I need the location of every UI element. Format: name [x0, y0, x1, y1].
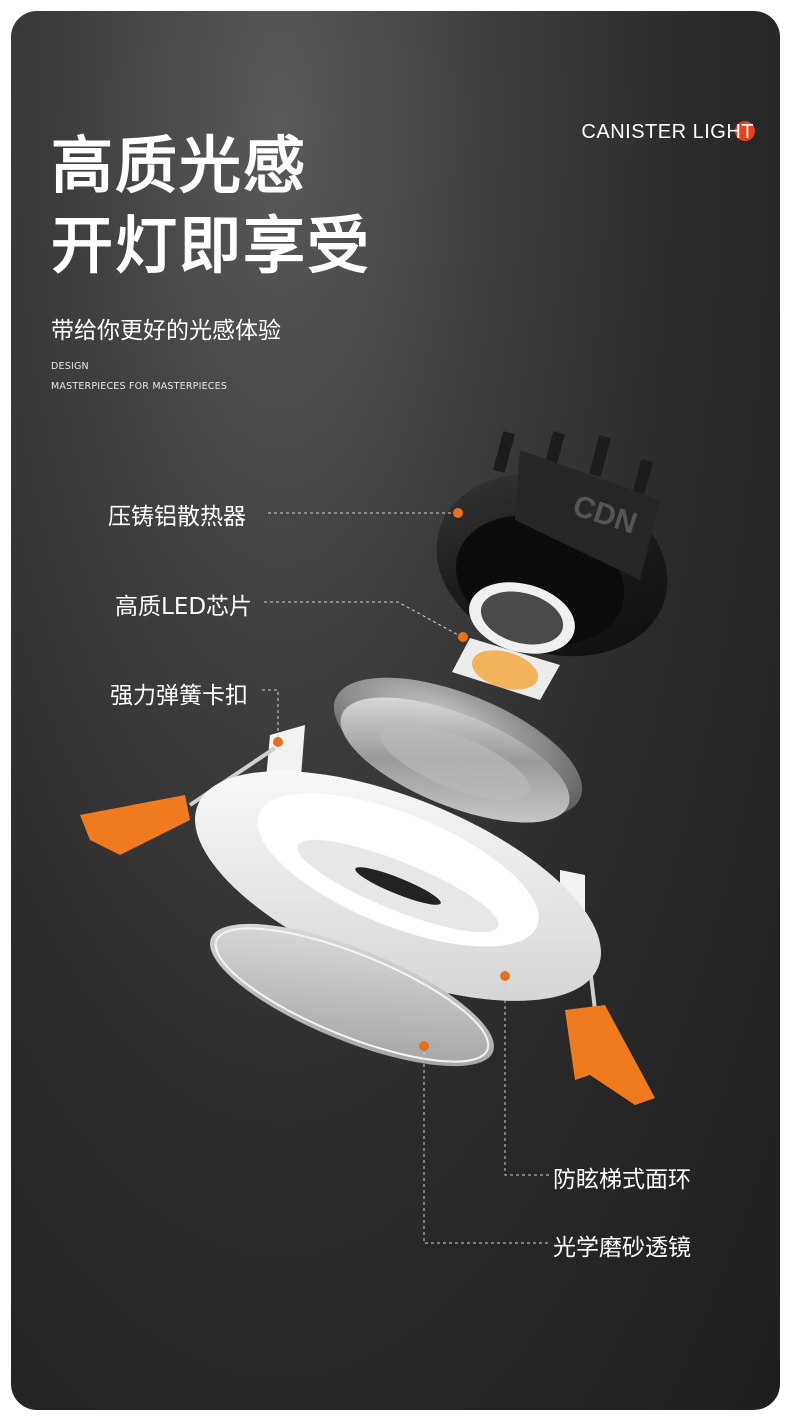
callout-markers [273, 508, 510, 1051]
brand-name: CANISTER LIGHT [581, 121, 754, 143]
face-ring-part [195, 771, 601, 1001]
marker-frosted-lens [419, 1041, 429, 1051]
reflector-part [333, 677, 583, 823]
marker-spring-clip [273, 737, 283, 747]
product-poster: 高质光感 开灯即享受 带给你更好的光感体验 DESIGN MASTERPIECE… [11, 11, 780, 1410]
brand-accent-dot [735, 121, 755, 141]
callout-heatsink: 压铸铝散热器 [108, 504, 246, 530]
frosted-lens-part [210, 923, 494, 1067]
led-chip-part [452, 638, 560, 700]
tagline-masterpieces: MASTERPIECES FOR MASTERPIECES [51, 381, 228, 392]
subtitle: 带给你更好的光感体验 [51, 318, 281, 344]
led-holder-part [469, 582, 575, 654]
callout-frosted-lens: 光学磨砂透镜 [553, 1235, 691, 1261]
marker-led-chip [458, 632, 468, 642]
tagline-design: DESIGN [51, 361, 89, 372]
marker-face-ring [500, 971, 510, 981]
callout-led-chip: 高质LED芯片 [115, 594, 253, 620]
marker-heatsink [453, 508, 463, 518]
callout-face-ring: 防眩梯式面环 [553, 1167, 691, 1193]
headline-line-2: 开灯即享受 [51, 209, 372, 282]
callout-leader-lines [262, 512, 550, 1244]
callout-spring-clip: 强力弹簧卡扣 [110, 683, 248, 709]
headline-line-1: 高质光感 [51, 129, 308, 202]
